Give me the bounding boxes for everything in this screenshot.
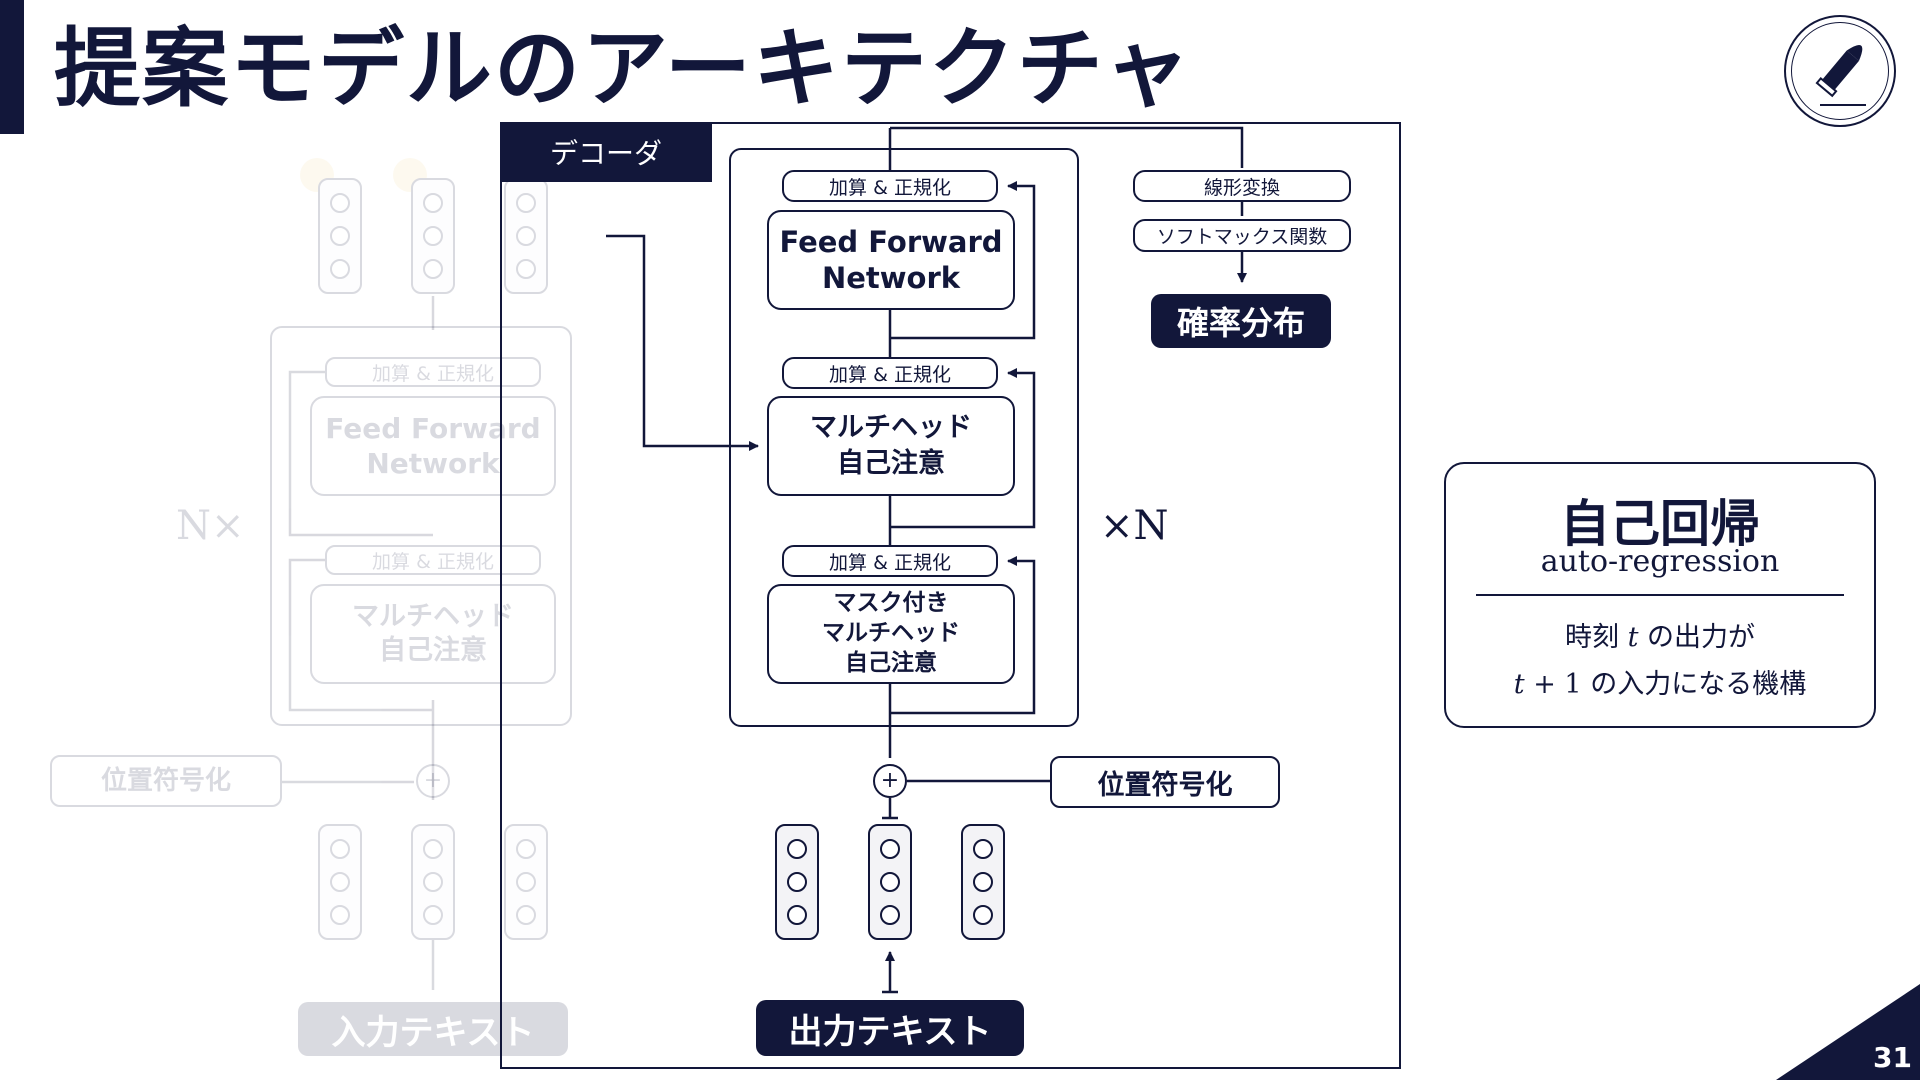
encoder-input-vector	[318, 824, 362, 940]
decoder-masked-attention-box: マスク付き マルチヘッド 自己注意	[767, 584, 1015, 684]
decoder-label: デコーダ	[500, 122, 712, 182]
decoder-frame	[500, 122, 1401, 1069]
decoder-plus-icon: +	[873, 764, 907, 798]
encoder-repeat-label: N×	[176, 503, 245, 549]
encoder-input-vector	[411, 824, 455, 940]
encoder-add-norm: 加算 & 正規化	[325, 357, 541, 387]
decoder-input-vector	[868, 824, 912, 940]
encoder-output-vector	[504, 178, 548, 294]
encoder-add-norm: 加算 & 正規化	[325, 545, 541, 575]
bullet-icon	[1815, 45, 1866, 106]
card-divider	[1476, 594, 1844, 596]
auto-regression-card: 自己回帰 auto-regression 時刻 t の出力が t + 1 の入力…	[1444, 462, 1876, 728]
decoder-input-vector	[775, 824, 819, 940]
encoder-attention-box: マルチヘッド 自己注意	[310, 584, 556, 684]
decoder-ffn-label: Feed Forward Network	[779, 224, 1003, 295]
decoder-n-frame	[729, 148, 1079, 727]
decoder-pos-enc: 位置符号化	[1050, 756, 1280, 808]
linear-transform: 線形変換	[1133, 170, 1351, 202]
decoder-add-norm-top: 加算 & 正規化	[782, 170, 998, 202]
output-text-label: 出力テキスト	[756, 1000, 1024, 1056]
page-number-corner	[1776, 984, 1920, 1080]
decoder-repeat-label: ×N	[1100, 503, 1169, 549]
softmax-function: ソフトマックス関数	[1133, 219, 1351, 252]
card-title: 自己回帰	[1560, 495, 1760, 553]
decoder-masked-attention-label: マスク付き マルチヘッド 自己注意	[822, 590, 960, 676]
encoder-output-vector	[318, 178, 362, 294]
decoder-cross-attention-label: マルチヘッド 自己注意	[810, 411, 972, 479]
encoder-faded: N× 加算 & 正規化 Feed Forward Network 加算 & 正規…	[0, 0, 572, 1056]
decoder-add-norm-bottom: 加算 & 正規化	[782, 545, 998, 577]
decoder-ffn-box: Feed Forward Network	[767, 210, 1015, 310]
decoder-add-norm-middle: 加算 & 正規化	[782, 357, 998, 389]
encoder-attention-label: マルチヘッド 自己注意	[352, 601, 514, 666]
encoder-n-frame	[270, 326, 572, 726]
encoder-input-vector	[504, 824, 548, 940]
page-title: 提案モデルのアーキテクチャ	[54, 19, 1192, 119]
encoder-output-vector	[411, 178, 455, 294]
encoder-pos-enc: 位置符号化	[50, 755, 282, 807]
card-subtitle: auto-regression	[1540, 544, 1780, 579]
decoder-cross-attention-box: マルチヘッド 自己注意	[767, 396, 1015, 496]
encoder-plus-icon: +	[416, 764, 450, 798]
glow-icon	[300, 158, 334, 192]
encoder-ffn-box: Feed Forward Network	[310, 396, 556, 496]
card-description: 時刻 t の出力が t + 1 の入力になる機構	[1513, 622, 1807, 701]
probability-distribution: 確率分布	[1151, 294, 1331, 348]
title-accent-bar	[0, 0, 24, 134]
page-number: 31	[1873, 1041, 1912, 1074]
encoder-ffn-label: Feed Forward Network	[325, 412, 541, 480]
logo	[1784, 15, 1896, 127]
glow-icon	[393, 158, 427, 192]
decoder-input-vector	[961, 824, 1005, 940]
